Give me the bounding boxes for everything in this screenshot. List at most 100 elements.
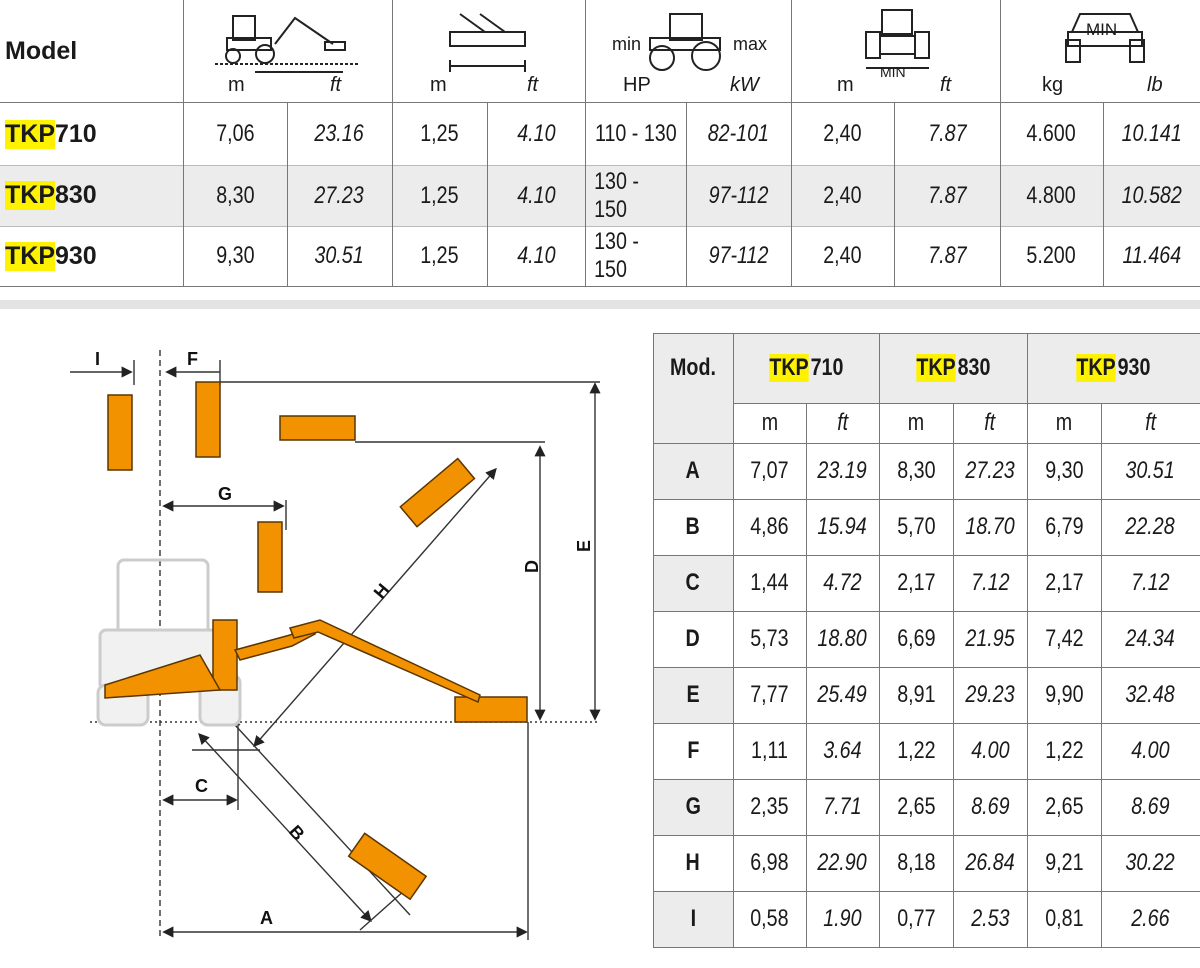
row-label: E bbox=[653, 667, 733, 723]
table-cell-text: 18.80 bbox=[817, 625, 868, 652]
cell-value: 2,40 bbox=[823, 242, 862, 269]
cell-value: 7.87 bbox=[927, 120, 967, 147]
model-suffix: 830 bbox=[957, 354, 991, 381]
table-cell-text: 9,90 bbox=[1044, 681, 1084, 708]
cell-value: 1,25 bbox=[420, 120, 459, 147]
table-cell: 32.48 bbox=[1101, 667, 1200, 723]
table-cell: 30.51 bbox=[287, 226, 392, 286]
table-cell: 7.87 bbox=[894, 226, 1000, 286]
model-suffix: 930 bbox=[1118, 354, 1151, 381]
grid-line bbox=[733, 333, 734, 947]
unit-label: m bbox=[837, 74, 854, 96]
table-shade bbox=[653, 555, 733, 611]
table-cell-text: 2.66 bbox=[1131, 905, 1170, 932]
table-shade bbox=[653, 403, 733, 443]
unit-label: ft bbox=[953, 403, 1027, 443]
table-cell: 24.34 bbox=[1101, 611, 1200, 667]
grid-line bbox=[653, 723, 1200, 724]
table-cell-text: 8,18 bbox=[896, 849, 936, 876]
table-cell-text: 25.49 bbox=[817, 681, 868, 708]
table-cell: 5.200 bbox=[1000, 226, 1103, 286]
table-cell: 0,77 bbox=[879, 891, 953, 947]
dim-label-G: G bbox=[218, 484, 232, 504]
cell-value: 7.87 bbox=[927, 181, 967, 209]
table-cell: 2,35 bbox=[733, 779, 806, 835]
table-cell: 4.600 bbox=[1000, 103, 1103, 165]
table-cell-text: 32.48 bbox=[1125, 681, 1176, 708]
table-cell-text: 22.90 bbox=[817, 849, 868, 876]
table-cell-text: 1,44 bbox=[750, 569, 789, 596]
dim-label-B: B bbox=[285, 821, 309, 844]
table-cell: 130 - 150 bbox=[585, 226, 686, 286]
table-cell: 8,30 bbox=[879, 443, 953, 499]
table-cell: 11.464 bbox=[1103, 226, 1200, 286]
table-cell: 30.51 bbox=[1101, 443, 1200, 499]
table-cell: 7,07 bbox=[733, 443, 806, 499]
table-shade bbox=[653, 667, 733, 723]
row-label: H bbox=[653, 835, 733, 891]
table-cell-text: 0,81 bbox=[1044, 905, 1084, 932]
unit-label: ft bbox=[940, 74, 952, 96]
cell-value: 27.23 bbox=[314, 181, 365, 209]
cell-value: 130 - 150 bbox=[594, 228, 639, 283]
unit-label: kg bbox=[1042, 74, 1064, 96]
table-cell-text: 8,91 bbox=[896, 681, 936, 708]
cell-value: 2,40 bbox=[823, 181, 862, 209]
row-label-text: E bbox=[686, 681, 700, 708]
table-cell-text: 4.00 bbox=[970, 737, 1010, 764]
unit-label-text: ft bbox=[984, 409, 996, 436]
cell-value: 30.51 bbox=[314, 242, 365, 269]
grid-line bbox=[653, 611, 1200, 612]
table-cell: 4.10 bbox=[487, 165, 585, 226]
dim-label-A: A bbox=[260, 908, 273, 928]
grid-line bbox=[806, 403, 807, 947]
table-cell: 23.16 bbox=[287, 103, 392, 165]
table-cell: 2,17 bbox=[879, 555, 953, 611]
model-header: Model bbox=[5, 37, 78, 65]
table-cell-text: 1,22 bbox=[896, 737, 936, 764]
table-cell-text: 9,30 bbox=[1044, 457, 1084, 484]
table-cell-text: 2,65 bbox=[1044, 793, 1084, 820]
table-cell: 8,30 bbox=[183, 165, 287, 226]
table-cell-text: 4.00 bbox=[1131, 737, 1170, 764]
cell-value: 10.141 bbox=[1121, 120, 1182, 147]
table-cell: 4.00 bbox=[1101, 723, 1200, 779]
table-cell-text: 5,70 bbox=[896, 513, 936, 540]
model-prefix: TKP bbox=[5, 241, 55, 271]
table-cell: 7,77 bbox=[733, 667, 806, 723]
model-prefix: TKP bbox=[769, 354, 809, 382]
table-cell-text: 30.22 bbox=[1125, 849, 1176, 876]
table-cell: 9,30 bbox=[1027, 443, 1101, 499]
grid-line bbox=[653, 333, 654, 947]
table-cell: 8,18 bbox=[879, 835, 953, 891]
grid-line bbox=[653, 443, 1200, 444]
cell-value: 4.600 bbox=[1026, 120, 1077, 147]
table-cell: 8,91 bbox=[879, 667, 953, 723]
table-cell: 2,65 bbox=[879, 779, 953, 835]
table-cell-text: 2.53 bbox=[970, 905, 1010, 932]
model-prefix: TKP bbox=[916, 354, 956, 382]
power-min-label: min bbox=[612, 34, 642, 54]
table-cell-text: 0,77 bbox=[896, 905, 936, 932]
grid-line bbox=[653, 779, 1200, 780]
dim-label-I: I bbox=[95, 349, 100, 369]
reach-diagram: I F G H D E C B A bbox=[70, 349, 601, 940]
table-cell: 0,58 bbox=[733, 891, 806, 947]
unit-label-text: m bbox=[907, 409, 925, 436]
table-cell: 97-112 bbox=[686, 226, 791, 286]
table-cell: 30.22 bbox=[1101, 835, 1200, 891]
model-prefix: TKP bbox=[1076, 354, 1117, 382]
table-cell-text: 2,65 bbox=[896, 793, 936, 820]
dim-label-F: F bbox=[187, 349, 198, 369]
table-cell: 27.23 bbox=[287, 165, 392, 226]
table-cell-text: 21.95 bbox=[965, 625, 1015, 652]
table-cell: 110 - 130 bbox=[585, 103, 686, 165]
unit-label: ft bbox=[806, 403, 879, 443]
row-label-text: A bbox=[685, 457, 701, 484]
unit-label-text: m bbox=[761, 409, 778, 436]
cell-value: 1,25 bbox=[420, 242, 459, 269]
table-cell-text: 5,73 bbox=[750, 625, 789, 652]
table-shade bbox=[653, 779, 733, 835]
